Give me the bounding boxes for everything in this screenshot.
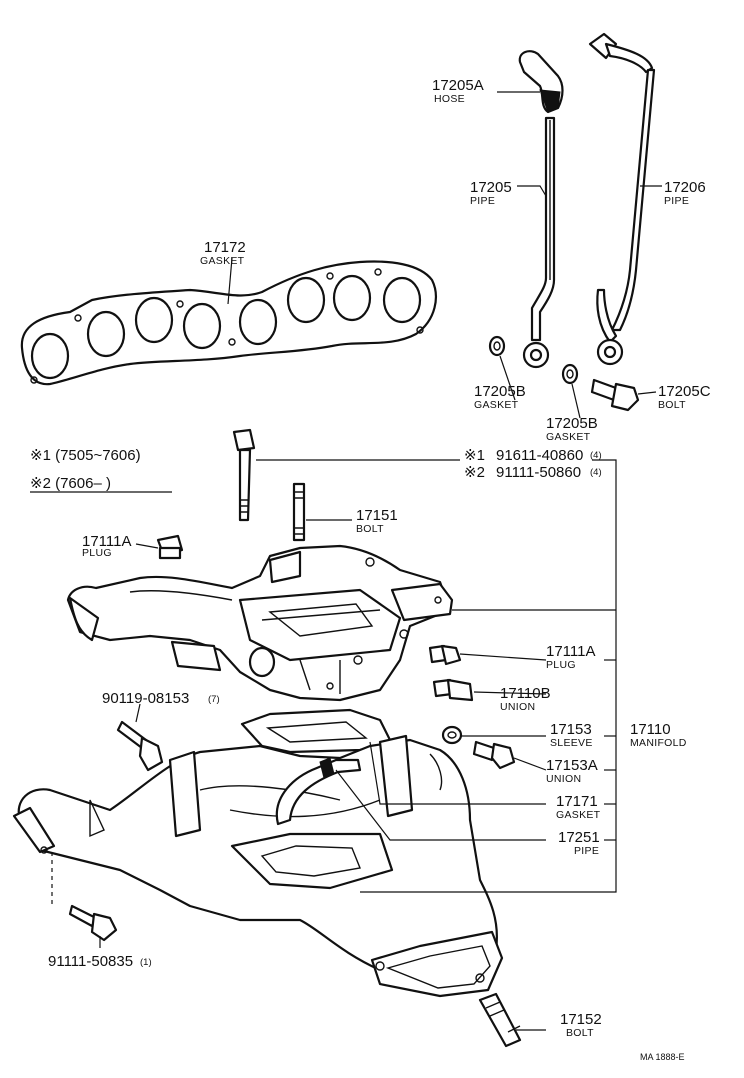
label-17205c-name: BOLT [658, 399, 686, 411]
label-17152-number: 17152 [560, 1011, 602, 1028]
hose-17205a-drawing [518, 50, 564, 114]
label-17205b-2-number: 17205B [546, 415, 598, 432]
gasket-17205b-drawing [488, 335, 579, 385]
label-17153-name: SLEEVE [550, 737, 593, 749]
label-17153a-name: UNION [546, 773, 581, 785]
label-90119-number: 90119-08153 [102, 690, 189, 707]
label-17153a-number: 17153A [546, 757, 598, 774]
pipe-17205-drawing [522, 116, 556, 369]
bolt-17151-drawing [292, 482, 306, 542]
union-17110b-drawing [432, 678, 474, 702]
label-17171-name: GASKET [556, 809, 601, 821]
label-17110b-name: UNION [500, 701, 535, 713]
label-17152-name: BOLT [566, 1027, 594, 1039]
label-17205-number: 17205 [470, 179, 512, 196]
label-17205b-1-number: 17205B [474, 383, 526, 400]
label-17251-name: PIPE [574, 845, 599, 857]
label-17205a-number: 17205A [432, 77, 484, 94]
label-bolt2-qty: (4) [590, 467, 602, 478]
label-17111a-left-name: PLUG [82, 547, 112, 559]
plug-17111a-left-drawing [156, 534, 184, 560]
label-17153-number: 17153 [550, 721, 592, 738]
sleeve-17153-drawing [441, 725, 463, 745]
gasket-17172-drawing [20, 260, 437, 386]
pipe-17251-drawing [275, 757, 362, 826]
label-17171-number: 17171 [556, 793, 598, 810]
label-bolt2-mark: ※2 [464, 464, 485, 481]
leader-lines [99, 91, 662, 1031]
label-17110-name: MANIFOLD [630, 737, 687, 749]
exhaust-manifold-drawing [12, 734, 504, 998]
intake-manifold-drawing [66, 544, 454, 702]
stud-17152-drawing [478, 992, 522, 1048]
label-91111-50835-qty: (1) [140, 957, 152, 968]
bolt-91611-drawing [232, 428, 256, 522]
label-17205b-1-name: GASKET [474, 399, 519, 411]
label-17206-name: PIPE [664, 195, 689, 207]
bolt-91111-50835-drawing [51, 852, 118, 942]
pipe-17206-drawing [588, 32, 656, 366]
label-90119-qty: (7) [208, 694, 220, 705]
label-91111-50835-number: 91111-50835 [48, 953, 133, 970]
plug-17111a-right-drawing [428, 644, 462, 666]
label-17110-number: 17110 [630, 721, 671, 738]
label-17206-number: 17206 [664, 179, 706, 196]
label-bolt1-mark: ※1 [464, 447, 485, 464]
union-17153a-drawing [472, 740, 516, 770]
label-17205-name: PIPE [470, 195, 495, 207]
diagram-code: MA 1888-E [640, 1052, 685, 1062]
label-17205c-number: 17205C [658, 383, 711, 400]
label-17110b-number: 17110B [500, 685, 551, 702]
label-bolt1-number: 91611-40860 [496, 447, 583, 464]
label-17172-name: GASKET [200, 255, 245, 267]
label-17205b-2-name: GASKET [546, 431, 591, 443]
label-17151-number: 17151 [356, 507, 398, 524]
label-bolt1-qty: (4) [590, 450, 602, 461]
legend-note-2: ※2 (7606– ) [30, 475, 111, 492]
label-17111a-right-name: PLUG [546, 659, 576, 671]
bolt-90119-drawing [116, 720, 164, 772]
bolt-17205c-drawing [590, 378, 640, 412]
label-17151-name: BOLT [356, 523, 384, 535]
label-17111a-right-number: 17111A [546, 643, 596, 660]
legend-note-1: ※1 (7505~7606) [30, 447, 141, 464]
label-17205a-name: HOSE [434, 93, 465, 105]
label-17172-number: 17172 [204, 239, 246, 256]
label-17111a-left-number: 17111A [82, 533, 132, 550]
label-17251-number: 17251 [558, 829, 600, 846]
label-bolt2-number: 91111-50860 [496, 464, 581, 481]
